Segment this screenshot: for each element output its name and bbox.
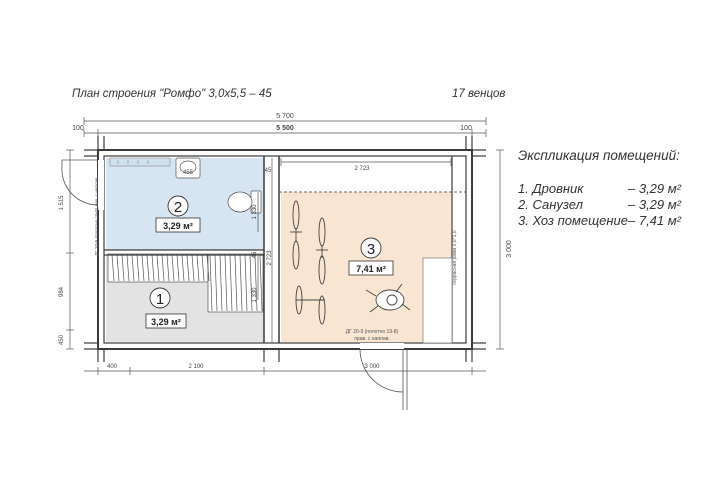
left-door-note: ДГ 20-9 (полотно 19-8) лев. с наплав. xyxy=(94,176,99,256)
bicycle-icon xyxy=(290,200,302,270)
dim-room3-top: 2 723 xyxy=(354,166,370,172)
dim-room1-h: 1 330 xyxy=(252,287,258,303)
log-line xyxy=(239,254,243,312)
dim-left-margin: 100 xyxy=(72,125,84,132)
log-line xyxy=(176,254,180,282)
log-line xyxy=(244,254,248,312)
log-line xyxy=(156,254,160,282)
log-line xyxy=(196,254,200,282)
legend-item-value: – 3,29 м² xyxy=(628,197,681,212)
log-line xyxy=(116,254,120,282)
log-line xyxy=(126,254,130,282)
log-line xyxy=(111,254,115,282)
dim-room2-side: 45 xyxy=(265,168,272,174)
crowns-label: 17 венцов xyxy=(452,88,506,100)
dim-corridor: 2 723 xyxy=(267,250,273,266)
dim-right-margin: 100 xyxy=(460,125,472,132)
person-icon xyxy=(365,283,411,313)
log-line xyxy=(181,254,185,282)
log-line xyxy=(254,254,258,312)
room-2-area: 3,29 м² xyxy=(163,221,193,231)
legend-item-label: 1. Дровник xyxy=(518,181,584,196)
plan-title: План строения "Ромфо" 3,0x5,5 – 45 xyxy=(72,88,272,100)
log-line xyxy=(121,254,125,282)
bottom-door-note: ДГ 20-9 (полотно 19-8) xyxy=(346,329,399,335)
dim-overall: 5 700 xyxy=(276,113,294,120)
toilet-icon xyxy=(227,190,262,214)
log-line xyxy=(219,254,223,312)
dim-room2-h: 1 330 xyxy=(252,204,258,220)
log-line xyxy=(136,254,140,282)
corridor-fill xyxy=(281,158,451,192)
left-door xyxy=(61,159,104,210)
log-line xyxy=(224,254,228,312)
log-line xyxy=(259,254,263,312)
room-3-marker: 3 7,41 м² xyxy=(348,237,394,276)
log-line xyxy=(161,254,165,282)
bicycle-icon xyxy=(295,285,326,325)
legend-item: 2. Санузел – 3,29 м² xyxy=(518,197,681,212)
log-line xyxy=(166,254,170,282)
legend-item: 3. Хоз помещение – 7,41 м² xyxy=(518,213,681,228)
dim-bottom-3: 3 000 xyxy=(364,364,380,370)
log-line xyxy=(249,254,253,312)
log-line xyxy=(191,254,195,282)
log-line xyxy=(209,254,213,312)
legend-item-label: 3. Хоз помещение xyxy=(518,213,629,228)
room-2-number: 2 xyxy=(174,199,182,216)
legend-item-value: – 7,41 м² xyxy=(628,213,681,228)
shower-fixture xyxy=(109,157,171,167)
legend-title: Экспликация помещений: xyxy=(518,148,680,163)
room-1-area: 3,29 м² xyxy=(151,317,181,327)
dim-bottom-2: 2 100 xyxy=(188,364,204,370)
log-line xyxy=(206,254,210,282)
window-note: Террасная рама 0,6*1,0 xyxy=(452,230,458,285)
dim-left-1: 1 515 xyxy=(59,195,65,211)
log-line xyxy=(131,254,135,282)
dimension-lines xyxy=(66,117,504,375)
dim-inner: 5 500 xyxy=(276,125,294,132)
legend-item-value: – 3,29 м² xyxy=(628,181,681,196)
dim-room2-wc: 455 xyxy=(183,170,194,176)
room-1-number: 1 xyxy=(156,291,164,308)
room-1-marker: 1 3,29 м² xyxy=(145,287,187,329)
log-line xyxy=(151,254,155,282)
room-3-area: 7,41 м² xyxy=(356,264,386,274)
dim-depth: 3 000 xyxy=(506,240,513,258)
washbasin-icon xyxy=(175,157,201,179)
log-line xyxy=(146,254,150,282)
terrace-window xyxy=(422,257,453,344)
bottom-door-note-2: прав. с наплав. xyxy=(354,336,390,342)
firewood-stack xyxy=(107,253,264,313)
room-2-marker: 2 3,29 м² xyxy=(155,195,201,233)
log-line xyxy=(234,254,238,312)
log-line xyxy=(201,254,205,282)
bicycle-icon xyxy=(316,217,328,285)
legend-item: 1. Дровник – 3,29 м² xyxy=(518,181,681,196)
dim-left-2: 984 xyxy=(59,286,65,297)
log-line xyxy=(186,254,190,282)
log-line xyxy=(141,254,145,282)
dim-bottom-1: 400 xyxy=(107,364,118,370)
log-line xyxy=(171,254,175,282)
dim-left-3: 450 xyxy=(59,334,65,345)
log-line xyxy=(214,254,218,312)
bottom-door xyxy=(359,343,408,410)
legend-item-label: 2. Санузел xyxy=(518,197,583,212)
room-3-number: 3 xyxy=(367,241,375,258)
log-line xyxy=(229,254,233,312)
dim-mid-45: 45 xyxy=(252,251,258,258)
